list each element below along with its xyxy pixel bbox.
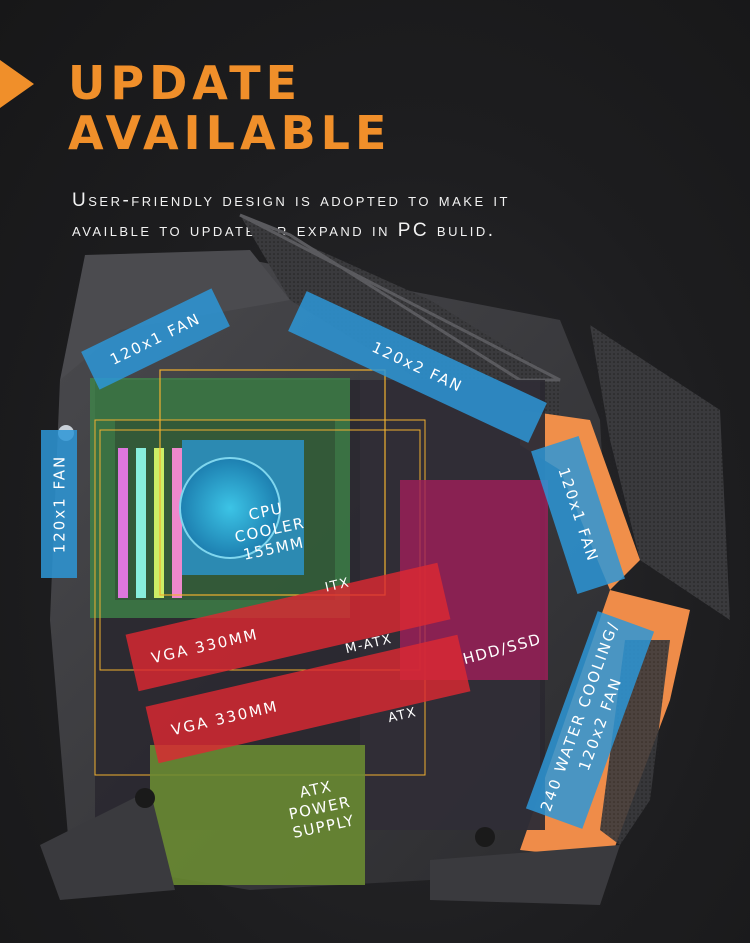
left-foot xyxy=(40,790,175,900)
lower-right-mesh xyxy=(600,640,670,845)
page-title: UPDATE AVAILABLE xyxy=(68,58,391,158)
ram-slots xyxy=(118,448,182,598)
psu-area xyxy=(150,745,365,885)
cpu-fan xyxy=(179,457,281,559)
fan-label-left: 120x1 FAN xyxy=(41,430,77,578)
right-mesh-panel xyxy=(590,325,730,620)
fan-label-left-text: 120x1 FAN xyxy=(50,454,68,554)
itx-outline xyxy=(159,369,386,596)
title-line-2: AVAILABLE xyxy=(68,106,392,160)
subtitle-line-1: User-friendly design is adopted to make … xyxy=(72,190,510,211)
title-line-1: UPDATE xyxy=(68,56,303,110)
right-foot xyxy=(430,845,620,905)
arrow-icon xyxy=(0,60,34,108)
